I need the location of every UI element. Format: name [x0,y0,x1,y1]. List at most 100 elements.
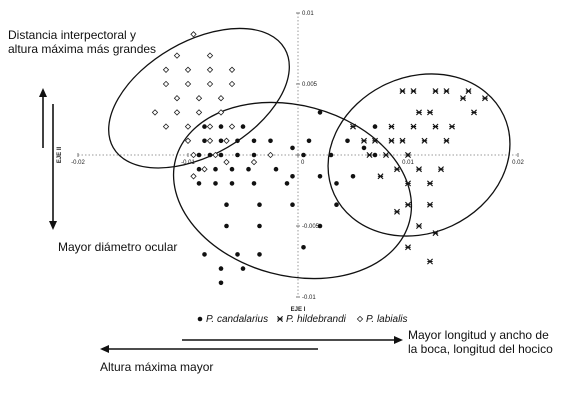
data-point [184,137,192,144]
arrow-head [49,221,57,230]
data-point [218,138,224,144]
annotation-left: Altura máxima mayor [100,360,214,374]
data-point [284,181,290,186]
data-point [366,152,373,158]
data-point [190,31,197,38]
data-point [162,66,170,73]
data-point [202,252,207,257]
data-point [482,95,488,102]
data-point [213,166,218,172]
data-point [229,181,235,186]
data-point [317,223,323,229]
data-point [224,223,229,229]
data-point [372,137,378,144]
data-point [190,151,197,159]
legend-marker [356,315,364,323]
data-point [460,95,466,102]
data-point [218,152,224,158]
data-point [257,252,262,257]
arrow-head [39,88,47,97]
data-point [229,166,235,172]
data-point [195,109,203,116]
data-point [217,95,225,102]
data-point [235,152,240,158]
data-point [405,152,411,158]
data-point [410,88,417,95]
data-point [290,174,295,179]
data-point [328,152,334,158]
ellipses [108,27,511,280]
data-point [228,80,236,88]
data-point [290,145,295,151]
data-point [443,137,450,144]
legend-label: P. hildebrandi [286,314,347,325]
data-point [394,208,400,215]
data-point [377,173,384,180]
data-point [361,137,367,144]
data-point [432,123,439,130]
data-point [306,138,312,144]
data-point [432,230,439,237]
data-point [206,123,214,130]
data-point [190,173,197,180]
origin-tick-label: 0 [301,160,305,166]
data-point [196,152,202,158]
x-axis-title: EJE I [291,307,306,313]
legend-marker [277,316,283,322]
data-point [224,202,229,207]
annotation-top: Distancia interpectoral y altura máxima … [8,28,157,56]
data-point [173,52,181,59]
data-point [223,158,230,166]
data-point [228,123,236,130]
data-point [416,109,422,116]
data-point [218,124,224,129]
data-point [416,223,422,229]
data-point [207,152,213,158]
data-point [173,109,181,116]
x-tick-label: -0.02 [71,160,85,166]
data-point [290,202,295,207]
data-point [350,123,356,130]
y-axis-title: EJE II [57,146,63,163]
data-point [184,66,192,73]
data-points [151,31,488,286]
data-point [202,138,207,144]
annotation-arrows [39,88,403,353]
data-point [196,166,202,172]
data-point [196,181,202,186]
data-point [206,66,214,73]
data-point [235,252,240,257]
confidence-ellipse [108,27,290,169]
data-point [206,137,214,144]
data-point [399,137,406,144]
data-point [257,202,262,207]
data-point [173,95,181,102]
data-point [427,109,433,116]
data-point [471,109,477,116]
data-point [427,258,433,265]
annotation-right: Mayor longitud y ancho de la boca, longi… [408,328,553,356]
data-point [202,124,207,129]
data-point [465,88,472,95]
data-point [206,80,214,88]
data-point [228,66,236,73]
data-point [235,138,240,144]
confidence-ellipse [327,73,511,237]
data-point [267,151,274,159]
y-tick-label: -0.005 [302,224,320,230]
x-tick-label: 0.01 [402,160,414,166]
data-point [350,174,356,179]
data-point [195,95,203,102]
data-point [206,52,214,59]
data-point [246,166,251,172]
data-point [361,145,367,151]
data-point [410,123,417,130]
data-point [449,123,455,130]
data-point [240,124,246,129]
data-point [201,166,208,173]
data-point [372,124,378,129]
data-point [212,151,219,159]
confidence-ellipse [172,101,413,280]
